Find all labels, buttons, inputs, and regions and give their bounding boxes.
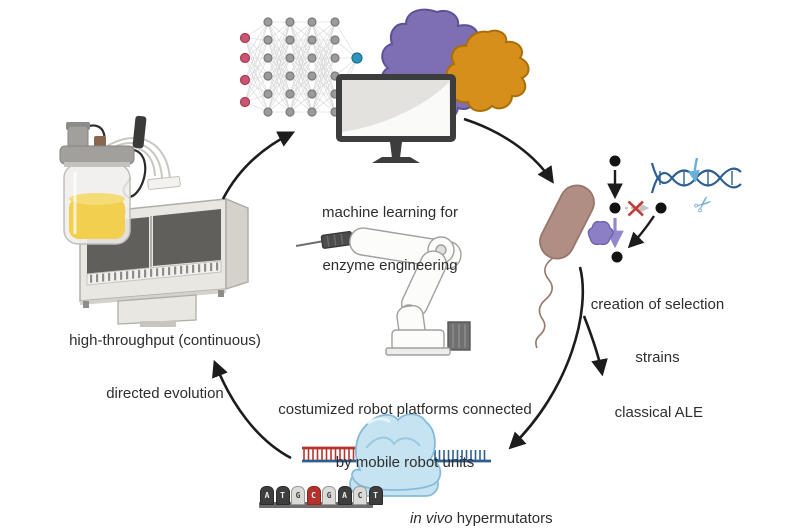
nn-hidden-node: [330, 35, 340, 45]
nn-output-node: [351, 52, 363, 64]
nn-hidden-node: [307, 107, 317, 117]
scissors-icon: ✂: [689, 190, 719, 221]
label-selection-line1: creation of selection: [590, 296, 725, 313]
nn-hidden-node: [307, 35, 317, 45]
selection-diagram-illustration: ✂: [587, 155, 742, 263]
nn-hidden-node: [285, 35, 295, 45]
arrow-to-classical-ale: [582, 315, 608, 377]
nn-hidden-node: [285, 107, 295, 117]
sample-tray-slats: [90, 262, 219, 283]
polymerase-illustration: [349, 413, 442, 497]
sequence-base: T: [275, 486, 290, 505]
nn-hidden-node: [263, 17, 273, 27]
label-machine-learning-line1: machine learning for: [322, 204, 458, 221]
nn-input-node: [239, 96, 251, 108]
label-throughput-line2: directed evolution: [106, 384, 224, 402]
label-robot-line1: costumized robot platforms connected: [278, 401, 532, 418]
label-classical-ale: classical ALE: [614, 403, 704, 421]
label-hypermutators-rest: hypermutators: [452, 509, 553, 527]
nn-hidden-node: [307, 17, 317, 27]
sequence-base-bar: [259, 502, 373, 508]
vessel-lid: [59, 145, 135, 165]
arrow-to-machine-learning: [221, 131, 296, 200]
sequence-base: A: [260, 486, 274, 505]
sensor-probe: [132, 115, 147, 149]
sequence-base: G: [322, 486, 336, 505]
label-selection-strains: creation of selection strains: [570, 261, 745, 401]
arrow-to-directed-evolution: [212, 359, 292, 460]
nn-hidden-node: [285, 17, 295, 27]
cycle-arrows: [212, 117, 608, 460]
label-directed-evolution: high-throughput (continuous) directed ev…: [20, 297, 310, 437]
nn-hidden-node: [307, 71, 317, 81]
arrow-to-selection-strains: [463, 117, 554, 184]
flagellum: [535, 257, 554, 349]
nn-hidden-node: [307, 89, 317, 99]
liquid-handler-illustration: [79, 197, 249, 327]
sequence-base: C: [353, 486, 367, 505]
mutant-protein-blob: [587, 220, 614, 246]
nn-hidden-node: [330, 17, 340, 27]
culture-liquid: [69, 198, 125, 239]
nn-hidden-node: [263, 89, 273, 99]
arrow-to-hypermutators: [508, 266, 585, 450]
sequence-base: C: [306, 486, 321, 505]
label-throughput-line1: high-throughput (continuous): [69, 332, 261, 349]
nn-hidden-node: [285, 71, 295, 81]
nn-hidden-node: [263, 53, 273, 63]
nn-hidden-node: [285, 89, 295, 99]
monitor-icon: [336, 74, 456, 163]
sequence-base: T: [368, 486, 383, 505]
label-machine-learning: machine learning for enzyme engineering: [255, 169, 525, 309]
bacterium-illustration: [535, 184, 595, 349]
label-in-vivo: in vivo: [410, 509, 453, 527]
label-robot-line2: by mobile robot units: [335, 453, 475, 471]
dna-helix-icon: [650, 162, 742, 194]
red-x-icon: [627, 200, 644, 217]
label-selection-line2: strains: [635, 348, 680, 366]
nn-input-node: [239, 52, 251, 64]
neural-network-icon: [239, 17, 363, 117]
nn-hidden-node: [263, 107, 273, 117]
hypermutator-illustration: [302, 413, 491, 497]
nn-hidden-node: [263, 35, 273, 45]
label-hypermutators: in vivo hypermutators: [378, 492, 568, 530]
label-machine-learning-line2: enzyme engineering: [322, 256, 458, 274]
nn-input-node: [239, 74, 251, 86]
nn-hidden-node: [307, 53, 317, 63]
bioreactor-illustration: [59, 115, 181, 245]
nn-hidden-node: [330, 53, 340, 63]
robot-arm-illustration: [295, 227, 471, 356]
protein-orange-illustration: [445, 29, 530, 112]
sequence-base: G: [291, 486, 305, 505]
nn-hidden-node: [263, 71, 273, 81]
sequence-base: A: [337, 486, 352, 505]
nn-hidden-node: [285, 53, 295, 63]
nn-input-node: [239, 32, 251, 44]
label-robot-platforms: costumized robot platforms connected by …: [230, 366, 580, 506]
